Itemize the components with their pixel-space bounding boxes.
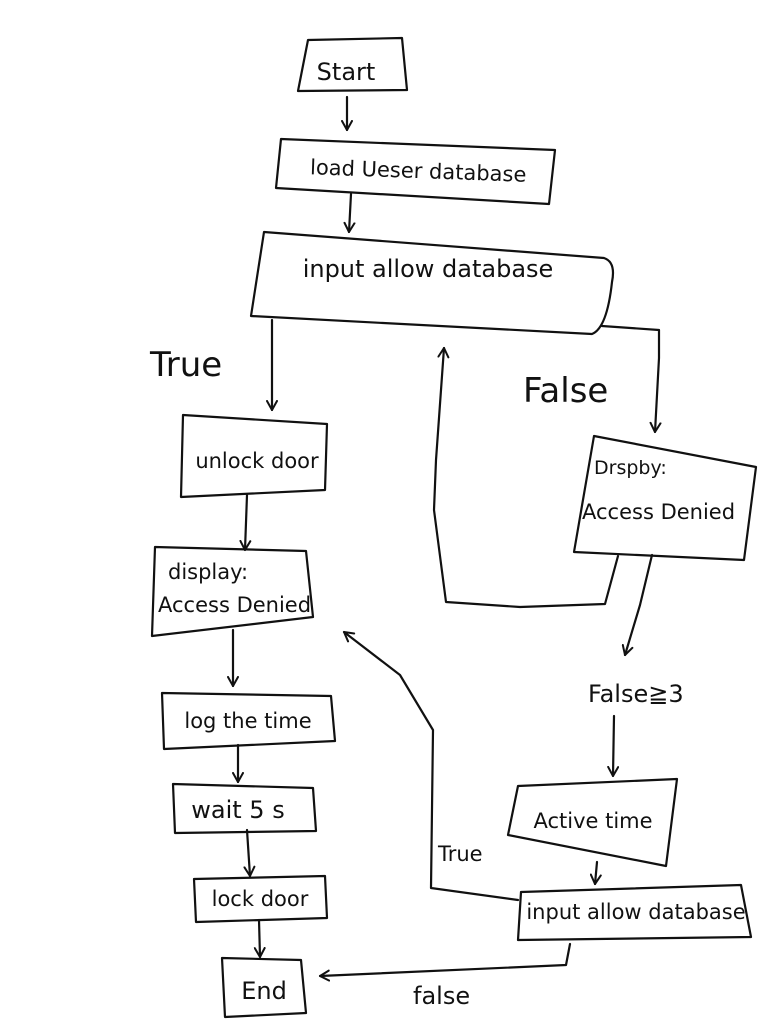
- node-unlock-door: unlock door: [179, 413, 329, 499]
- edge-label-true-main: True: [149, 345, 222, 385]
- lock-door-label: lock door: [212, 887, 309, 911]
- edge-false-count-to-active-time: [607, 714, 620, 778]
- node-load-user-database: load Ueser database: [274, 137, 557, 206]
- display-right-line1: Drspby:: [594, 457, 667, 479]
- node-start: Start: [296, 36, 409, 93]
- edge-active-time-to-input2: [589, 860, 602, 886]
- node-wait-5s: wait 5 s: [171, 782, 318, 835]
- node-input-allow-database-2: input allow database: [516, 883, 753, 942]
- edge-label-true-lower: True: [437, 842, 483, 866]
- load-user-database-label: load Ueser database: [310, 155, 527, 187]
- node-lock-door: lock door: [192, 874, 329, 924]
- node-log-time: log the time: [160, 691, 337, 751]
- false-count-label: False≧3: [588, 680, 684, 708]
- edge-unlock-to-display-left: [239, 493, 252, 552]
- edge-display-right-loop-back: [432, 346, 620, 609]
- display-left-line2: Access Denied: [158, 593, 311, 617]
- node-active-time: Active time: [506, 777, 679, 868]
- active-time-label: Active time: [533, 809, 652, 833]
- edge-load-to-input1: [343, 192, 356, 234]
- node-display-right: Drspby: Access Denied: [572, 434, 758, 562]
- edge-lock-to-end: [253, 918, 266, 959]
- input-allow-database-2-label: input allow database: [526, 900, 745, 924]
- edge-label-false-lower: false: [413, 982, 470, 1010]
- edge-input2-true-to-display-left: [342, 630, 520, 902]
- display-left-line1: display:: [168, 560, 248, 584]
- edge-label-false-main: False: [523, 371, 608, 411]
- wait-5s-label: wait 5 s: [191, 796, 284, 824]
- edge-wait-to-lock: [243, 828, 256, 878]
- node-input-allow-database-1: input allow database: [249, 230, 615, 336]
- start-label: Start: [317, 58, 376, 86]
- edge-input2-false-to-end: [318, 942, 572, 982]
- node-end: End: [220, 956, 308, 1019]
- end-label: End: [241, 977, 287, 1005]
- log-time-label: log the time: [184, 709, 311, 733]
- input-allow-database-1-label: input allow database: [303, 255, 554, 283]
- display-right-line2: Access Denied: [582, 500, 735, 524]
- edge-input1-false-to-display-right: [600, 324, 662, 434]
- unlock-door-label: unlock door: [195, 449, 319, 473]
- edge-display-right-to-false-count: [621, 553, 654, 657]
- node-display-left: display: Access Denied: [150, 545, 315, 638]
